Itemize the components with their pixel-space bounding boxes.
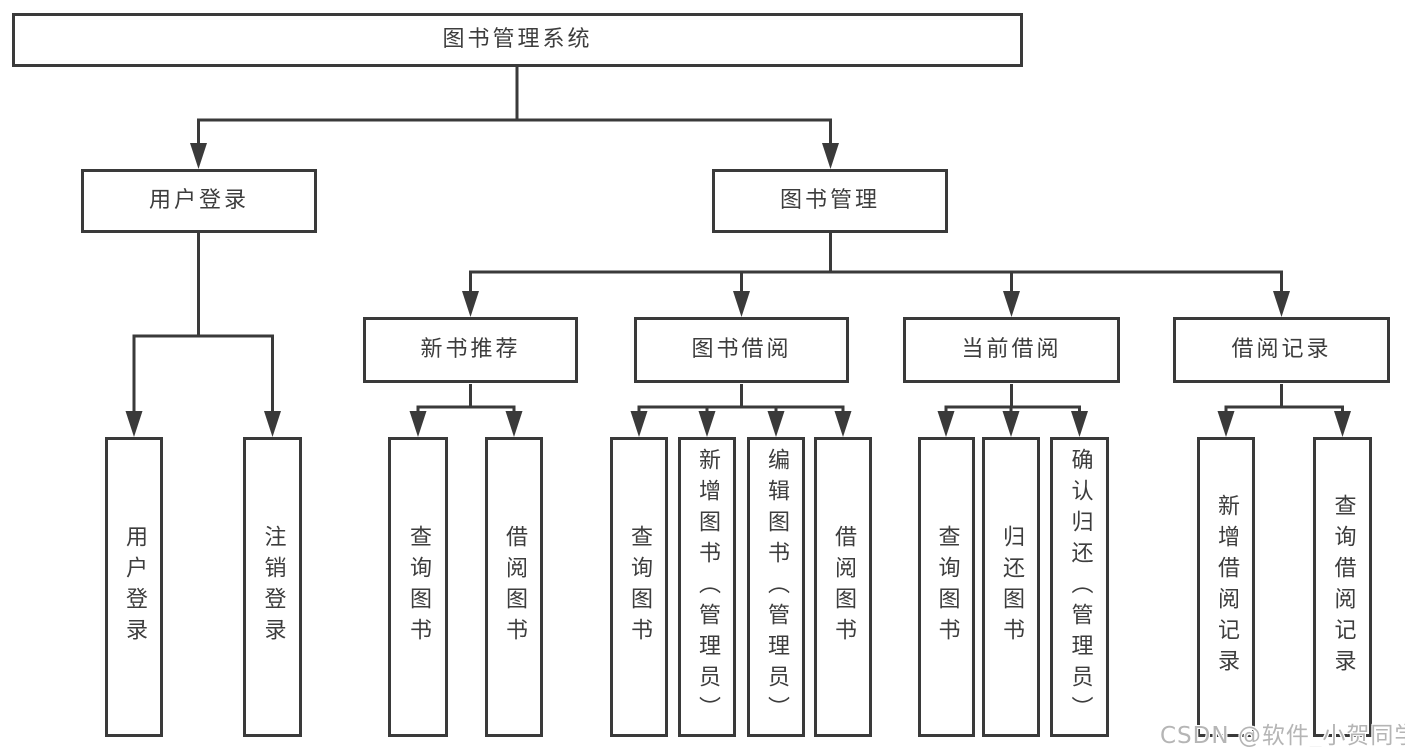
node-label: 借阅记录 [1231, 337, 1332, 362]
node-label: 图书管理系统 [442, 27, 593, 52]
node-label: 图书管理 [779, 188, 880, 213]
node-label: 用户登录 [148, 188, 249, 213]
csdn-watermark: CSDN @软件_小贺同学 [1160, 723, 1405, 747]
leaf-label: 借阅图书 [831, 525, 856, 649]
leaf-label: 归还图书 [999, 525, 1024, 649]
leaf-label: 新增图书（管理员） [695, 447, 720, 727]
leaf-label: 用户登录 [122, 525, 147, 649]
node-current-borrowing: 当前借阅 [903, 317, 1120, 383]
leaf-label: 查询图书 [934, 525, 960, 649]
leaf-query-books-2: 查询图书 [610, 437, 668, 737]
node-book-management: 图书管理 [712, 169, 948, 233]
leaf-label: 借阅图书 [502, 525, 527, 649]
leaf-add-borrow-record: 新增借阅记录 [1197, 437, 1255, 737]
leaf-label: 新增借阅记录 [1214, 494, 1239, 680]
leaf-label: 注销登录 [260, 525, 286, 649]
node-label: 当前借阅 [961, 337, 1062, 362]
leaf-return-books: 归还图书 [982, 437, 1040, 737]
leaf-query-borrow-record: 查询借阅记录 [1313, 437, 1372, 737]
leaf-user-login: 用户登录 [105, 437, 163, 737]
leaf-label: 查询图书 [627, 525, 652, 649]
leaf-label: 确认归还（管理员） [1067, 447, 1093, 727]
leaf-add-book-admin: 新增图书（管理员） [678, 437, 736, 737]
leaf-label: 查询图书 [406, 525, 431, 649]
leaf-borrow-books-2: 借阅图书 [814, 437, 872, 737]
arrowheads [125, 143, 1351, 437]
node-borrowing-records: 借阅记录 [1173, 317, 1390, 383]
leaf-query-books-3: 查询图书 [918, 437, 975, 737]
leaf-edit-book-admin: 编辑图书（管理员） [747, 437, 805, 737]
leaf-borrow-books-1: 借阅图书 [485, 437, 543, 737]
node-label: 新书推荐 [420, 337, 521, 362]
node-user-login: 用户登录 [81, 169, 317, 233]
node-label: 图书借阅 [691, 337, 792, 362]
node-new-book-recommendation: 新书推荐 [363, 317, 578, 383]
node-library-management-system: 图书管理系统 [12, 13, 1023, 67]
leaf-confirm-return-admin: 确认归还（管理员） [1050, 437, 1109, 737]
node-book-borrowing: 图书借阅 [634, 317, 849, 383]
leaf-query-books-1: 查询图书 [388, 437, 448, 737]
leaf-label: 查询借阅记录 [1330, 494, 1356, 680]
leaf-logout: 注销登录 [243, 437, 302, 737]
leaf-label: 编辑图书（管理员） [764, 447, 789, 727]
